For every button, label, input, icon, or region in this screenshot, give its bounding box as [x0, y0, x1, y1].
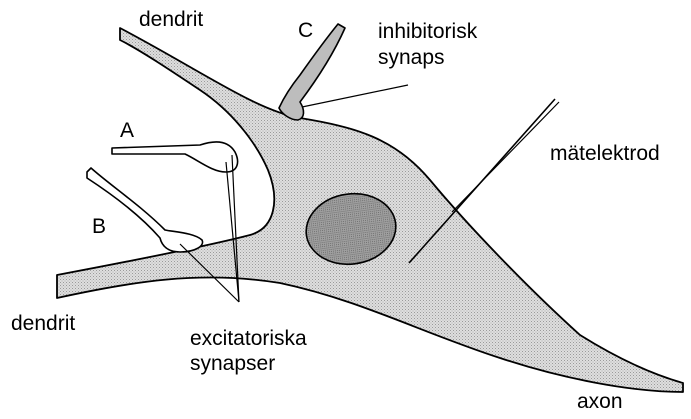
measuring-electrode-edge: [452, 102, 559, 212]
label-inhibitory-line1: inhibitorisk: [378, 21, 477, 43]
pointer-excitatory-a: [226, 162, 239, 302]
synapse-b: [87, 168, 203, 252]
label-excitatory-line2: synapser: [190, 353, 275, 375]
label-excitatory-line1: excitatoriska: [190, 328, 307, 350]
label-inhibitory-line2: synaps: [378, 47, 445, 69]
label-b: B: [92, 216, 106, 238]
label-axon: axon: [577, 391, 623, 413]
label-dendrit-bottom: dendrit: [11, 313, 75, 335]
label-c: C: [298, 20, 313, 42]
pointer-inhibitory: [302, 85, 408, 107]
label-dendrit-top: dendrit: [139, 9, 203, 31]
label-a: A: [120, 120, 134, 142]
pointer-excitatory-a2: [232, 155, 239, 302]
label-electrode: mätelektrod: [550, 143, 660, 165]
synapse-a: [112, 142, 238, 172]
